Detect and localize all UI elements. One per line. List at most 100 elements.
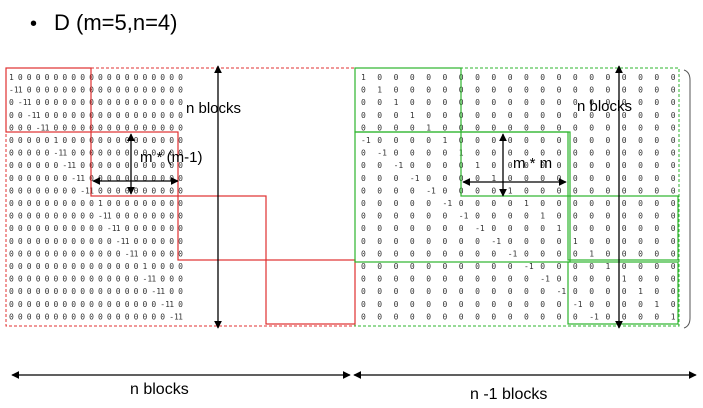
matrix-cell: 0	[654, 111, 659, 120]
matrix-cell: 0	[62, 249, 67, 258]
matrix-cell: 0	[116, 123, 121, 132]
matrix-cell: 0	[18, 161, 23, 170]
matrix-cell: 0	[394, 275, 399, 284]
matrix-cell: 0	[89, 224, 94, 233]
matrix-cell: 0	[443, 111, 448, 120]
matrix-cell: 0	[54, 237, 59, 246]
matrix-cell: 0	[80, 199, 85, 208]
matrix-cell: 1	[18, 86, 23, 95]
matrix-cell: 0	[638, 174, 643, 183]
matrix-cell: 0	[178, 161, 183, 170]
matrix-cell: 0	[18, 199, 23, 208]
matrix-cell: 0	[606, 249, 611, 258]
arrows	[11, 65, 697, 379]
matrix-cell: 0	[589, 98, 594, 107]
matrix-cell: 0	[573, 86, 578, 95]
matrix-cell: 0	[377, 212, 382, 221]
matrix-cell: 1	[80, 174, 85, 183]
matrix-cell: 0	[377, 161, 382, 170]
matrix-cell: 0	[36, 287, 41, 296]
matrix-cell: 0	[540, 224, 545, 233]
matrix-cell: 0	[134, 224, 139, 233]
matrix-cell: 0	[27, 186, 32, 195]
matrix-cell: 0	[671, 224, 676, 233]
matrix-cell: 0	[178, 136, 183, 145]
matrix-cell: 0	[573, 199, 578, 208]
matrix-cell: 0	[361, 287, 366, 296]
matrix-cell: 0	[54, 212, 59, 221]
matrix-cell: 0	[27, 161, 32, 170]
matrix-cell: 0	[116, 98, 121, 107]
matrix-cell: 0	[475, 212, 480, 221]
matrix-cell: 0	[107, 123, 112, 132]
matrix-cell: 0	[443, 237, 448, 246]
matrix-cell: 0	[638, 249, 643, 258]
matrix-cell: 0	[178, 73, 183, 82]
matrix-cell: 0	[98, 149, 103, 158]
matrix-cell: 0	[557, 73, 562, 82]
left-block-2	[90, 131, 179, 197]
matrix-cell: 0	[36, 300, 41, 309]
matrix-cell: -1	[27, 111, 37, 120]
matrix-cell: 0	[491, 224, 496, 233]
matrix-cell: 0	[426, 212, 431, 221]
matrix-cell: 1	[116, 224, 121, 233]
matrix-cell: 0	[107, 98, 112, 107]
matrix-cell: 0	[143, 312, 148, 321]
matrix-cell: 0	[45, 174, 50, 183]
matrix-cell: 0	[394, 86, 399, 95]
matrix-cell: 0	[540, 249, 545, 258]
matrix-cell: 0	[508, 73, 513, 82]
matrix-cell: 0	[27, 300, 32, 309]
matrix-cell: 0	[116, 149, 121, 158]
matrix-cell: 0	[589, 224, 594, 233]
matrix-cell: 0	[80, 98, 85, 107]
matrix-cell: 0	[394, 312, 399, 321]
matrix-cell: 0	[169, 161, 174, 170]
matrix-cell: 0	[9, 237, 14, 246]
matrix-cell: 0	[62, 262, 67, 271]
matrix-cell: 0	[143, 186, 148, 195]
matrix-cell: -1	[524, 262, 534, 271]
matrix-cell: 0	[638, 123, 643, 132]
matrix-cell: 0	[169, 86, 174, 95]
matrix-cell: 0	[394, 186, 399, 195]
matrix-cell: 0	[45, 149, 50, 158]
matrix-cell: 0	[160, 73, 165, 82]
matrix-cell: 0	[638, 186, 643, 195]
matrix-cell: -1	[71, 174, 81, 183]
matrix-cell: 1	[62, 149, 67, 158]
matrix-cell: 0	[410, 262, 415, 271]
matrix-cell: 0	[71, 262, 76, 271]
matrix-cell: 0	[169, 136, 174, 145]
matrix-cell: 0	[134, 98, 139, 107]
matrix-cell: 0	[394, 262, 399, 271]
matrix-cell: 0	[573, 123, 578, 132]
matrix-cell: 0	[459, 199, 464, 208]
matrix-cell: 0	[491, 249, 496, 258]
matrix-cell: 1	[622, 275, 627, 284]
matrix-cell: 0	[98, 275, 103, 284]
matrix-cell: 0	[491, 73, 496, 82]
matrix-cell: 1	[107, 212, 112, 221]
matrix-cell: 0	[573, 186, 578, 195]
matrix-cell: 0	[410, 86, 415, 95]
matrix-cell: 0	[80, 287, 85, 296]
matrix-cell: 0	[143, 161, 148, 170]
matrix-cell: 0	[151, 237, 156, 246]
matrix-cell: 0	[638, 161, 643, 170]
matrix-cell: 0	[377, 237, 382, 246]
matrix-cell: 0	[80, 312, 85, 321]
matrix-cell: 0	[116, 249, 121, 258]
matrix-cell: 0	[89, 300, 94, 309]
matrix-cell: 0	[475, 86, 480, 95]
matrix-cell: 0	[54, 300, 59, 309]
matrix-cell: 0	[557, 262, 562, 271]
matrix-cell: 0	[98, 186, 103, 195]
matrix-cell: 0	[508, 275, 513, 284]
matrix-cell: 0	[508, 98, 513, 107]
matrix-cell: 0	[160, 275, 165, 284]
matrix-cell: 0	[36, 186, 41, 195]
matrix-cell: 0	[671, 111, 676, 120]
matrix-cell: 0	[475, 275, 480, 284]
